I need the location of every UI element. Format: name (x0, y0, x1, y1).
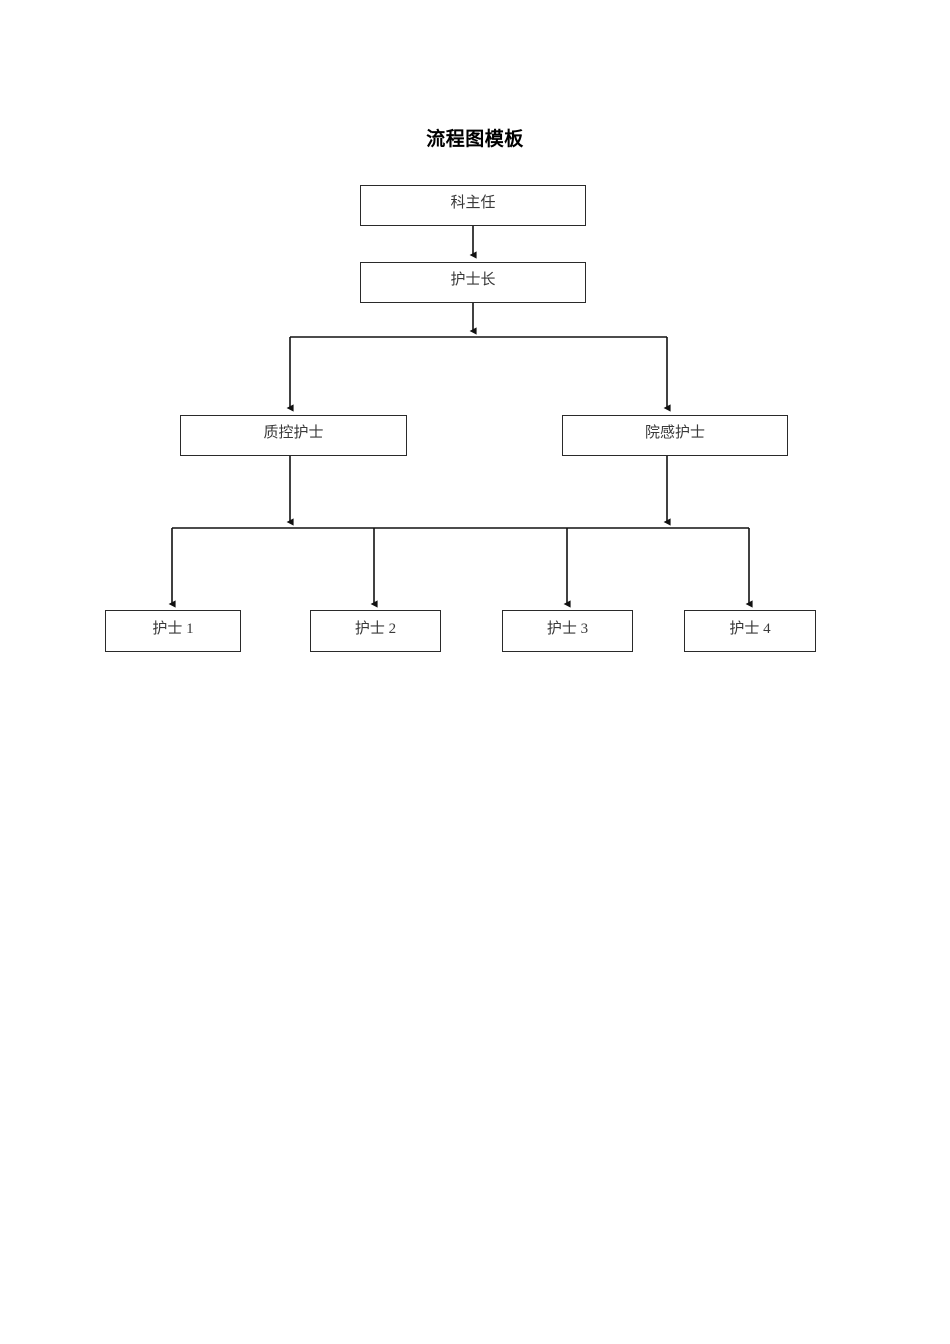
node-quality-nurse[interactable]: 质控护士 (180, 415, 407, 456)
node-nurse-2[interactable]: 护士 2 (310, 610, 441, 652)
node-infection-nurse[interactable]: 院感护士 (562, 415, 788, 456)
node-infection-nurse-label: 院感护士 (644, 425, 705, 441)
distribution-bar-level-3 (286, 336, 671, 412)
page-title: 流程图模板 (426, 129, 524, 150)
distribution-bar-level-4 (168, 527, 753, 608)
node-department-head-label: 科主任 (450, 195, 496, 211)
node-quality-nurse-label: 质控护士 (263, 425, 324, 441)
node-head-nurse-label: 护士长 (450, 272, 496, 288)
node-nurse-3-label: 护士 3 (546, 620, 589, 637)
node-head-nurse[interactable]: 护士长 (360, 262, 586, 303)
node-nurse-1[interactable]: 护士 1 (105, 610, 241, 652)
node-nurse-1-label: 护士 1 (152, 620, 194, 637)
node-nurse-3[interactable]: 护士 3 (502, 610, 633, 652)
node-nurse-2-label: 护士 2 (354, 620, 397, 637)
node-nurse-4-label: 护士 4 (729, 620, 771, 637)
node-department-head[interactable]: 科主任 (360, 185, 586, 226)
node-nurse-4[interactable]: 护士 4 (684, 610, 816, 652)
